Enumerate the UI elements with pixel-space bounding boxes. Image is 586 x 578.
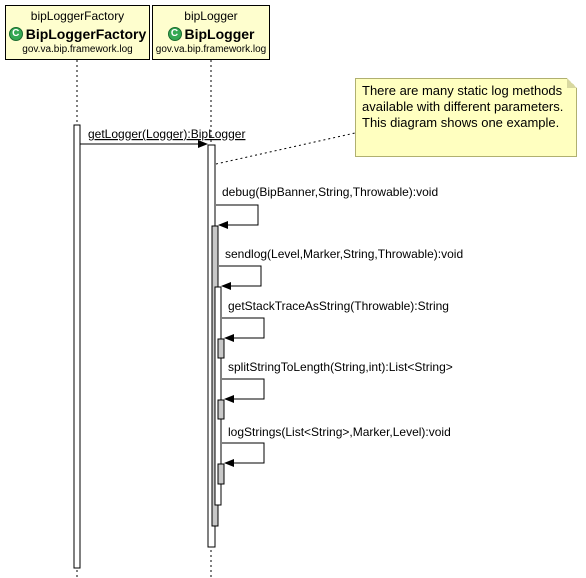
- activation-log-strings: [217, 463, 225, 485]
- lifeline-package: gov.va.bip.framework.log: [155, 44, 267, 55]
- lifeline-class-name: BipLogger: [184, 26, 255, 42]
- class-icon: C: [8, 27, 23, 41]
- note-text: There are many static log methods availa…: [362, 83, 564, 130]
- message-label-split-string: splitStringToLength(String,int):List<Str…: [228, 360, 453, 374]
- message-arrow-log-strings: [222, 442, 265, 467]
- message-arrow-get-stack-trace: [222, 317, 265, 342]
- lifeline-header-bip-logger-factory: bipLoggerFactory C BipLoggerFactory gov.…: [5, 5, 150, 60]
- lifeline-stereotype: bipLoggerFactory: [30, 9, 125, 23]
- message-label-log-strings: logStrings(List<String>,Marker,Level):vo…: [228, 425, 451, 439]
- lifeline-class-name: BipLoggerFactory: [25, 26, 147, 42]
- class-icon: C: [167, 27, 182, 41]
- message-label-get-stack-trace: getStackTraceAsString(Throwable):String: [228, 299, 449, 313]
- message-label-get-logger: getLogger(Logger):BipLogger: [88, 127, 245, 141]
- message-label-debug: debug(BipBanner,String,Throwable):void: [222, 185, 438, 199]
- activation-split-string: [217, 399, 225, 420]
- lifeline-header-bip-logger: bipLogger C BipLogger gov.va.bip.framewo…: [152, 5, 270, 60]
- message-arrow-sendlog: [219, 265, 262, 290]
- message-arrow-debug: [216, 204, 259, 229]
- message-label-sendlog: sendlog(Level,Marker,String,Throwable):v…: [225, 247, 463, 261]
- message-arrow-split-string: [222, 378, 265, 403]
- lifeline-stereotype: bipLogger: [184, 9, 238, 23]
- activation-sendlog: [214, 286, 222, 506]
- note-connector: [215, 132, 356, 165]
- lifeline-package: gov.va.bip.framework.log: [22, 44, 133, 55]
- activation-factory: [73, 124, 81, 569]
- activation-get-stack-trace: [217, 338, 225, 359]
- note-box: There are many static log methods availa…: [355, 78, 577, 157]
- note-fold-corner: [567, 78, 577, 88]
